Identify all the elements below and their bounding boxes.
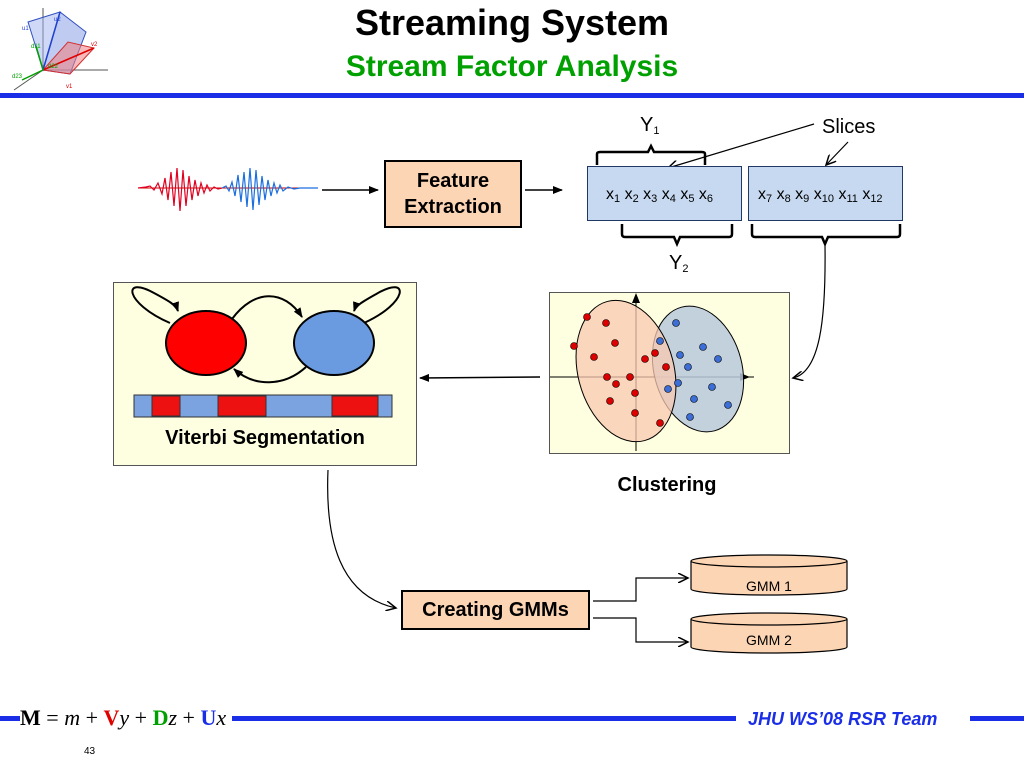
footer-bar-middle: [232, 716, 736, 721]
slices-pointer-arrow: [826, 141, 849, 165]
subspace-logo-icon: u2 u1 v2 v1 d22 d11 d23: [12, 8, 108, 91]
viterbi-label: Viterbi Segmentation: [165, 427, 365, 449]
gmm1-label: GMM 1: [746, 578, 792, 594]
arrow-to-creating-gmms: [327, 469, 396, 608]
y2-brace: [620, 224, 734, 248]
feature-extraction-box: Feature Extraction: [384, 160, 522, 228]
arrow-to-clustering: [793, 244, 826, 378]
arrow-to-gmm2: [593, 617, 688, 642]
cluster-scatter-icon: [550, 293, 754, 451]
gmm-database-icons: [690, 554, 848, 654]
logo-label: d22: [48, 64, 59, 70]
creating-gmms-box: Creating GMMs: [401, 590, 590, 630]
arrow-to-gmm1: [593, 578, 688, 602]
viterbi-panel: Viterbi Segmentation: [113, 282, 417, 466]
factor-analysis-equation: M = m + Vy + Dz + Ux: [20, 705, 227, 730]
hmm-state-diagram-icon: [131, 286, 401, 418]
clustering-label: Clustering: [617, 474, 717, 496]
y1-label: Y1: [640, 114, 660, 137]
y1-brace: [595, 143, 707, 165]
page-title: Streaming System: [354, 2, 670, 43]
arrow-to-viterbi: [419, 373, 541, 382]
footer-bar-right: [970, 716, 1024, 721]
logo-label: u1: [22, 26, 29, 32]
clustering-panel: [549, 292, 790, 454]
page-number: 43: [84, 746, 96, 757]
slices-pointer-arrow: [668, 123, 815, 168]
feature-vector-slice-2: x7 x8 x9 x10 x11 x12: [748, 166, 903, 221]
page-subtitle: Stream Factor Analysis: [345, 50, 679, 83]
logo-label: u2: [54, 17, 61, 23]
logo-label: v2: [91, 42, 98, 48]
slices-label: Slices: [822, 116, 876, 138]
creating-gmms-label: Creating GMMs: [422, 598, 569, 621]
feature-extraction-line2: Extraction: [404, 196, 502, 218]
logo-label: d23: [12, 74, 23, 80]
logo-label: v1: [66, 84, 73, 90]
team-label: JHU WS’08 RSR Team: [748, 709, 938, 729]
gmm1-cylinder: [690, 554, 848, 596]
gmm2-cylinder: [690, 612, 848, 654]
footer-bar-left: [0, 716, 20, 721]
header-divider: [0, 93, 1024, 98]
gmm2-label: GMM 2: [746, 632, 792, 648]
y2-label: Y2: [669, 252, 689, 275]
feature-vector-slice-1: x1 x2 x3 x4 x5 x6: [587, 166, 742, 221]
slice-brace: [750, 224, 902, 248]
speech-waveform-icon: [137, 167, 318, 212]
feature-extraction-line1: Feature: [416, 170, 490, 192]
logo-label: d11: [31, 44, 41, 50]
